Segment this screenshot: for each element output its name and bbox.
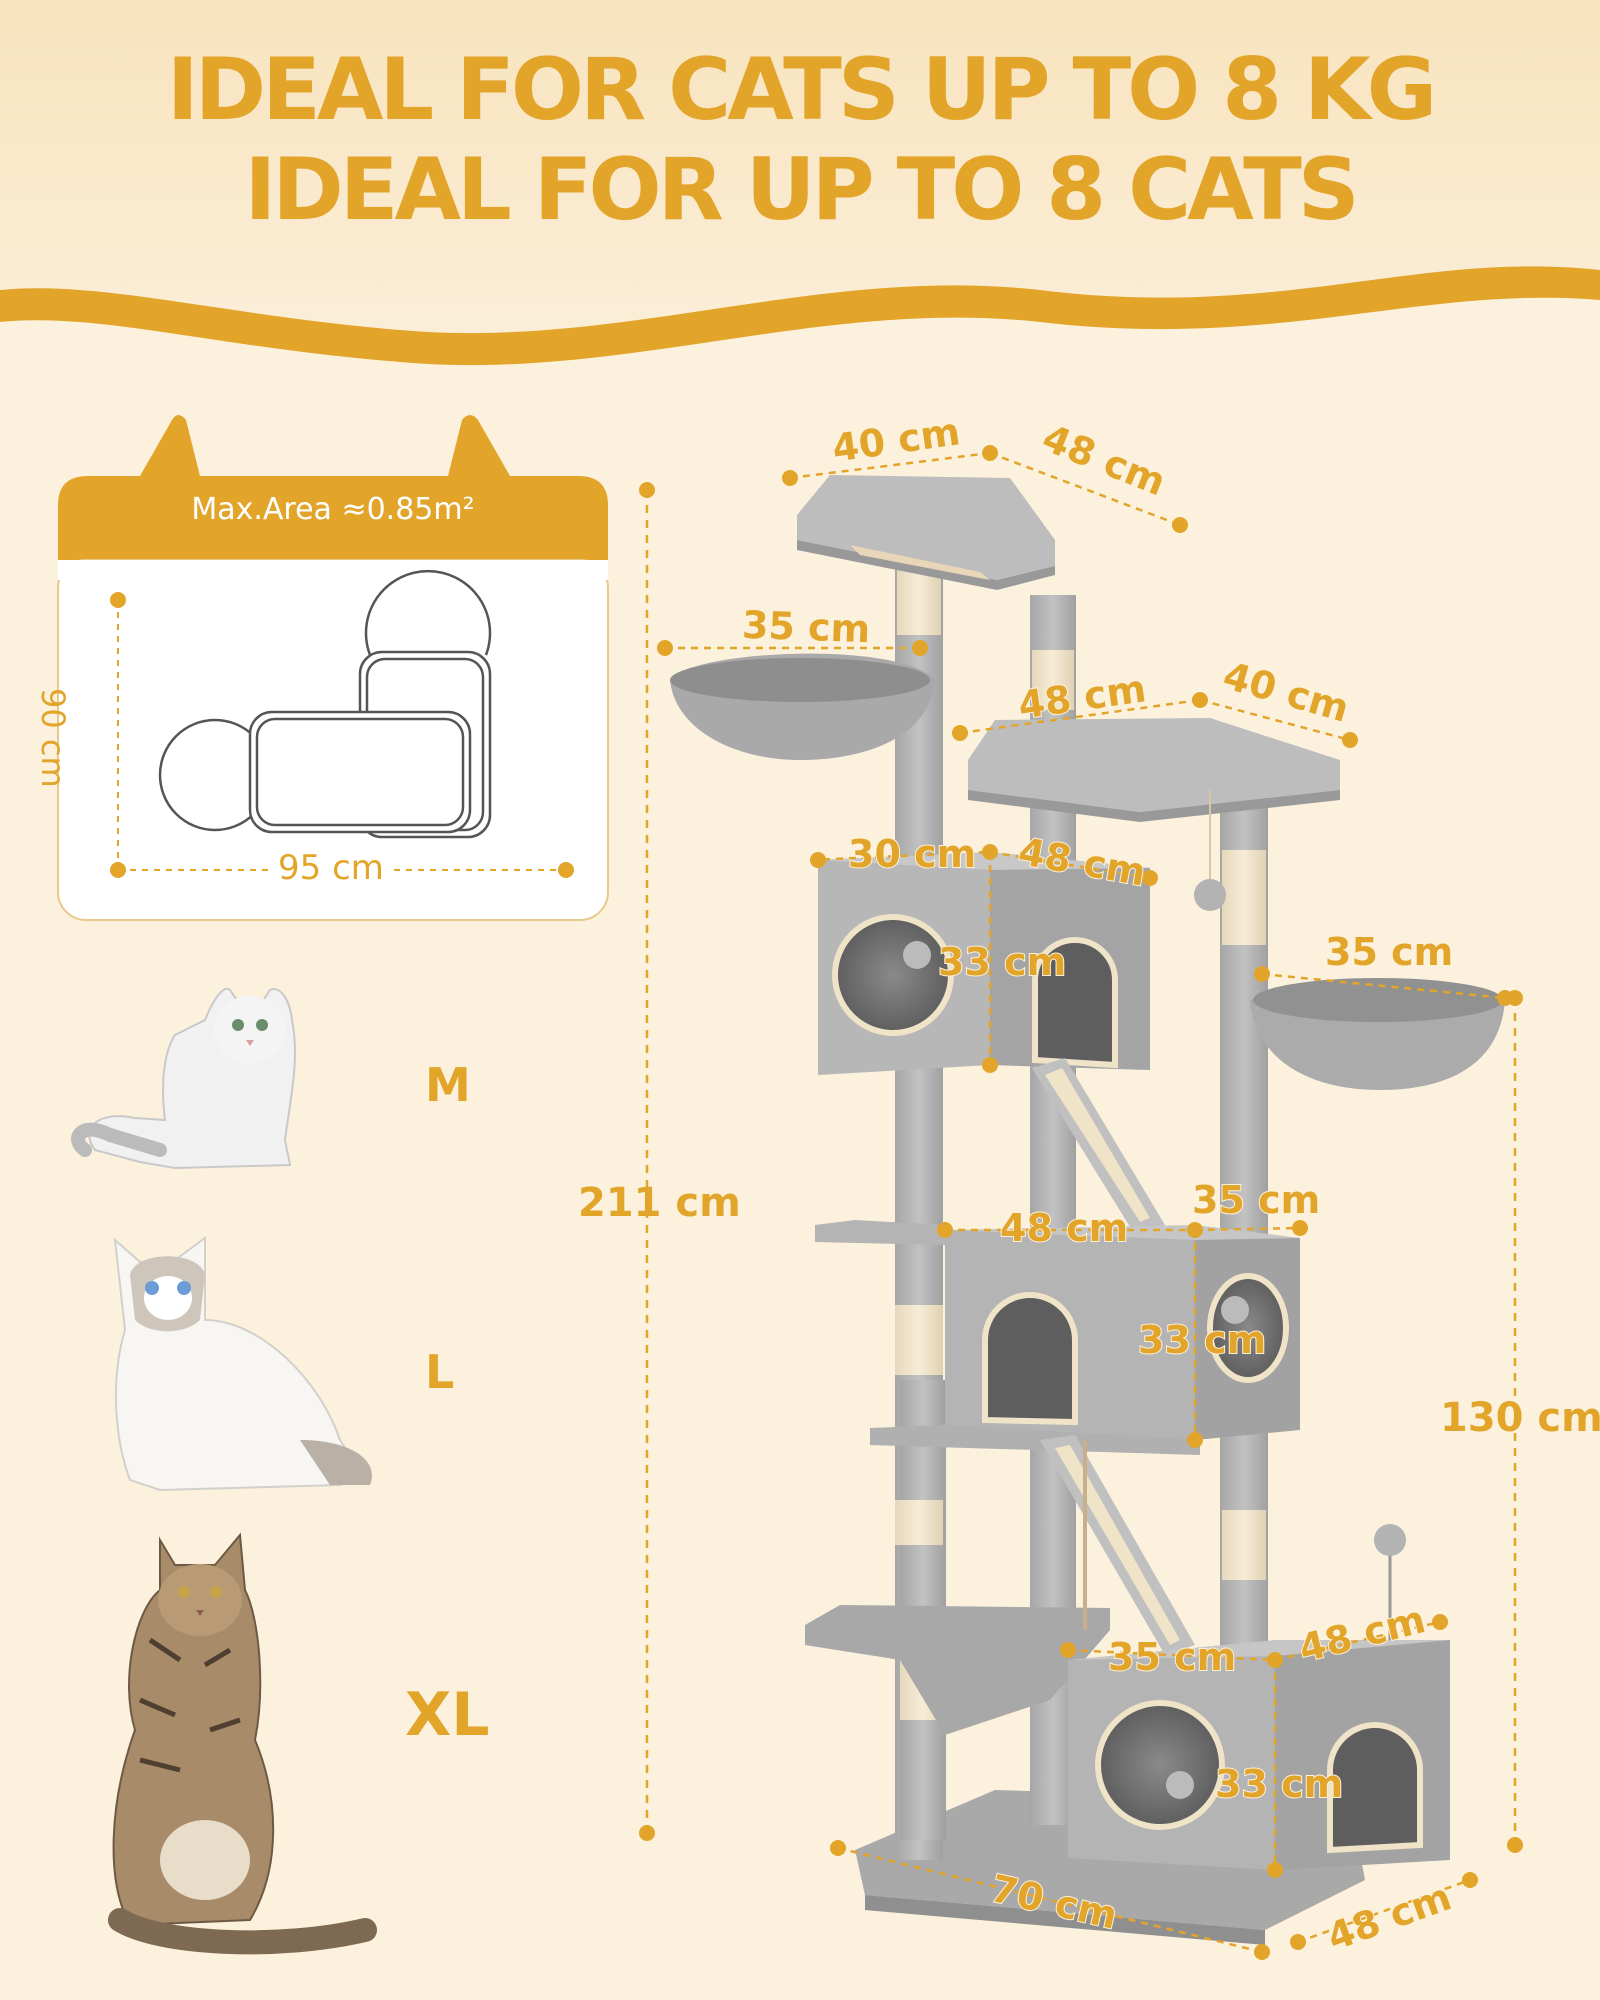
size-label-m: M [425, 1058, 471, 1112]
cat-xl-illustration [108, 1532, 377, 1955]
max-area-label: Max.Area ≈0.85m² [191, 492, 475, 527]
top-hammock-label: 35 cm [740, 602, 872, 652]
area-width-label: 95 cm [270, 848, 392, 888]
total-height-label: 211 cm [578, 1180, 741, 1226]
lower-hammock [805, 1605, 1110, 1735]
footprint-outline [158, 569, 492, 839]
cave2-width-label: 35 cm [1191, 1177, 1321, 1223]
header-wave [0, 266, 1600, 366]
cat-tree [670, 475, 1505, 1945]
cave2-depth-label: 48 cm [999, 1205, 1129, 1251]
cave1-width-label: 30 cm [847, 831, 977, 877]
cave-3 [1068, 1640, 1450, 1870]
cave-2 [945, 1225, 1300, 1440]
sisal-wrap [1222, 850, 1266, 945]
cave3-height-label: 33 cm [1214, 1761, 1344, 1807]
size-label-l: L [425, 1345, 455, 1399]
dim-dot [558, 862, 574, 878]
top-perch [797, 475, 1055, 580]
cat-m-illustration [71, 987, 296, 1170]
card-header-ears [58, 415, 608, 570]
cat-l-illustration [113, 1236, 372, 1492]
side-platform [870, 1425, 1200, 1455]
cave2-height-label: 33 cm [1137, 1317, 1267, 1363]
cave1-height-label: 33 cm [937, 939, 1067, 985]
sisal-wrap [1222, 1510, 1266, 1580]
toy-ball [1194, 879, 1226, 911]
size-label-xl: XL [405, 1680, 490, 1750]
sisal-wrap [895, 1305, 943, 1375]
right-hammock-label: 35 cm [1324, 929, 1454, 975]
cave3-width-label: 35 cm [1107, 1634, 1237, 1680]
sisal-wrap [1032, 650, 1074, 710]
toy-ball [1374, 1524, 1406, 1556]
headline-capacity: IDEAL FOR UP TO 8 CATS [244, 140, 1359, 240]
dim-dot [110, 592, 126, 608]
area-depth-label: 90 cm [34, 688, 72, 788]
headline-weight: IDEAL FOR CATS UP TO 8 KG [166, 40, 1438, 140]
area-card [57, 415, 609, 921]
dimension-dots [657, 445, 1513, 1960]
sisal-wrap [895, 1500, 943, 1545]
cave-1 [818, 852, 1150, 1075]
side-platform [815, 1220, 945, 1245]
header-banner [0, 0, 1600, 334]
dimension-lines [665, 451, 1506, 1954]
second-perch [968, 718, 1340, 812]
side-height-label: 130 cm [1440, 1395, 1600, 1441]
